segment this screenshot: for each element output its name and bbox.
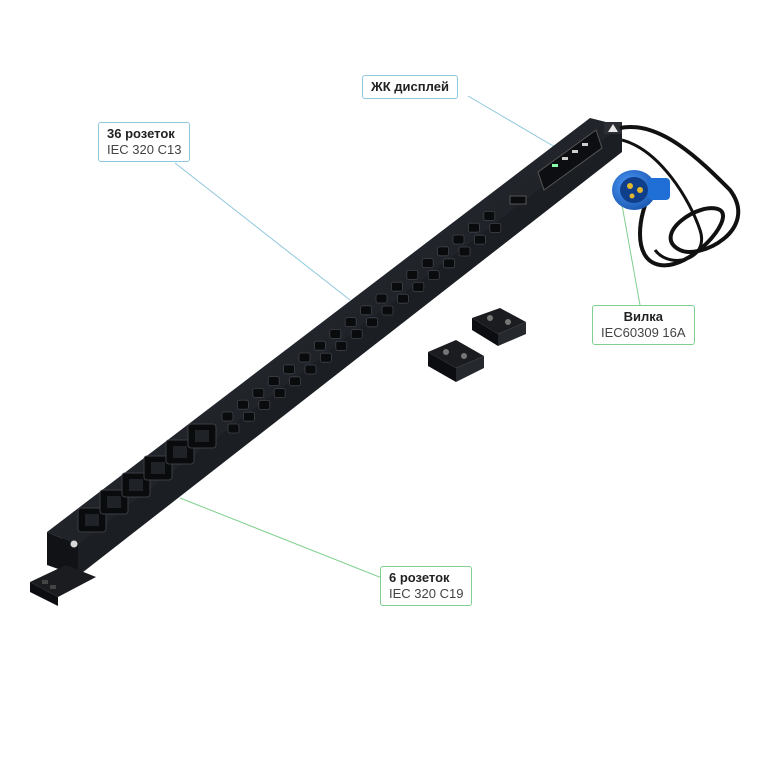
- c13-outlet: [221, 411, 234, 422]
- mounting-bracket-icon: [472, 308, 526, 346]
- c13-outlet: [289, 376, 302, 387]
- bottom-mounting-foot: [30, 565, 96, 606]
- c13-outlet: [406, 269, 419, 280]
- power-cord: [619, 124, 741, 268]
- plug-callout-title: Вилка: [623, 309, 663, 324]
- c13-outlet: [304, 364, 317, 375]
- c19-outlet: [165, 439, 195, 465]
- c13-outlet: [366, 317, 379, 328]
- c19-outlets-callout-subtitle: IEC 320 C19: [389, 586, 464, 601]
- power-cord: [621, 138, 704, 262]
- c13-outlet: [412, 281, 425, 292]
- c19-outlet: [99, 489, 129, 515]
- c13-outlet: [258, 399, 271, 410]
- c13-outlet: [335, 340, 348, 351]
- c13-outlet: [344, 317, 357, 328]
- c13-outlet: [421, 258, 434, 269]
- brand-logo: [604, 122, 622, 134]
- c13-outlet: [283, 364, 296, 375]
- c13-outlet: [273, 388, 286, 399]
- c13-outlet: [267, 376, 280, 387]
- c13-outlet: [350, 329, 363, 340]
- c13-outlet: [452, 234, 465, 245]
- plug-callout: Вилка IEC60309 16A: [592, 305, 695, 345]
- c19-outlet: [143, 455, 173, 481]
- leader-line-lcd: [467, 95, 561, 151]
- leader-line-c13: [174, 162, 351, 301]
- c19-outlets-callout: 6 розеток IEC 320 C19: [380, 566, 473, 606]
- c13-outlet: [390, 281, 403, 292]
- c13-outlet: [360, 305, 373, 316]
- breaker-switch: [509, 195, 527, 205]
- c13-outlet: [242, 411, 255, 422]
- leader-line-plug: [621, 204, 641, 306]
- c13-outlet: [396, 293, 409, 304]
- c19-outlet: [77, 507, 107, 533]
- c13-outlet: [236, 399, 249, 410]
- c13-outlet: [483, 210, 496, 221]
- c13-outlet-group: [221, 210, 502, 434]
- leader-line-c19: [179, 497, 383, 579]
- c13-outlet: [319, 352, 332, 363]
- mounting-bracket-icon: [428, 340, 484, 382]
- c13-outlet: [458, 246, 471, 257]
- c13-outlet: [443, 258, 456, 269]
- c13-outlets-callout: 36 розеток IEC 320 C13: [98, 122, 191, 162]
- c19-outlets-callout-title: 6 розеток: [389, 570, 450, 585]
- c13-outlet: [252, 387, 265, 398]
- c13-outlet: [473, 234, 486, 245]
- lcd-display-callout-title: ЖК дисплей: [371, 79, 449, 94]
- plug-callout-subtitle: IEC60309 16A: [601, 325, 686, 340]
- c13-outlet: [298, 352, 311, 363]
- c13-outlet: [227, 423, 240, 434]
- c13-outlet: [489, 222, 502, 233]
- lcd-display-callout: ЖК дисплей: [362, 75, 458, 99]
- c13-outlet: [329, 328, 342, 339]
- c13-outlet: [427, 270, 440, 281]
- c19-outlet-group: [77, 423, 217, 533]
- pdu-body: [47, 118, 622, 576]
- lcd-display: [537, 129, 603, 191]
- c13-outlet: [467, 222, 480, 233]
- c13-outlets-callout-title: 36 розеток: [107, 126, 175, 141]
- c13-outlet: [375, 293, 388, 304]
- c13-outlet: [437, 246, 450, 257]
- c13-outlet: [381, 305, 394, 316]
- c19-outlet: [187, 423, 217, 449]
- c13-outlet: [313, 340, 326, 351]
- power-indicator-icon: [70, 540, 78, 548]
- iec60309-plug-icon: [612, 170, 670, 210]
- c19-outlet: [121, 472, 151, 498]
- c13-outlets-callout-subtitle: IEC 320 C13: [107, 142, 182, 157]
